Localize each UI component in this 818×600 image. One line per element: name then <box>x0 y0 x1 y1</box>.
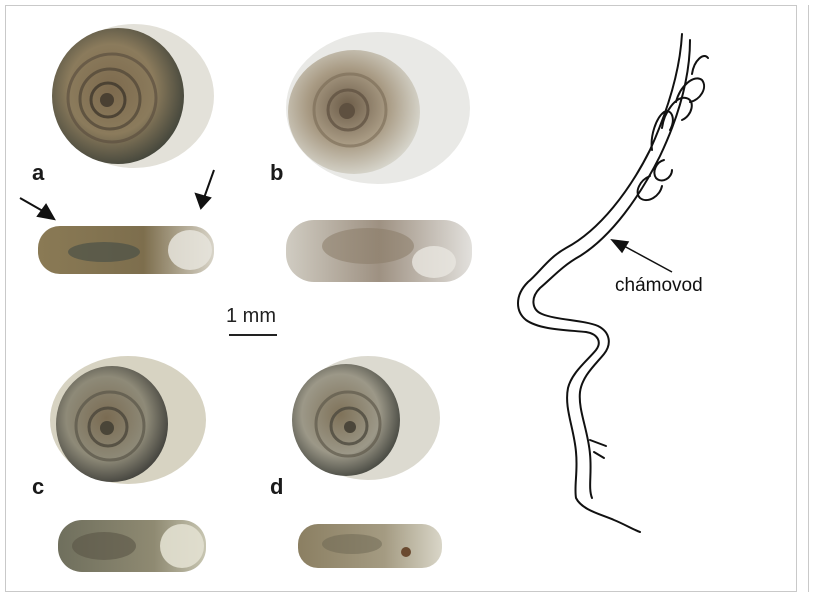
adjacent-figure-edge <box>808 5 818 592</box>
direction-arrows <box>19 169 215 221</box>
panel-label-a: a <box>32 160 45 185</box>
shell-c-apical <box>50 356 206 484</box>
panel-label-d: d <box>270 474 284 499</box>
shell-b-apical <box>286 32 470 184</box>
annotation-arrow <box>610 239 673 273</box>
panel-label-b: b <box>270 160 284 185</box>
shell-a-side <box>38 226 214 274</box>
shell-b-side <box>286 220 472 282</box>
shell-c-side <box>58 520 206 572</box>
shell-d-side <box>298 524 442 568</box>
vas-deferens-drawing <box>517 33 709 533</box>
scale-bar-label: 1 mm <box>226 305 276 327</box>
annotation-label: chámovod <box>615 275 703 296</box>
scale-bar <box>229 334 277 336</box>
shell-d-apical <box>292 356 440 480</box>
shell-a-apical <box>52 24 214 168</box>
panel-label-c: c <box>32 474 45 499</box>
